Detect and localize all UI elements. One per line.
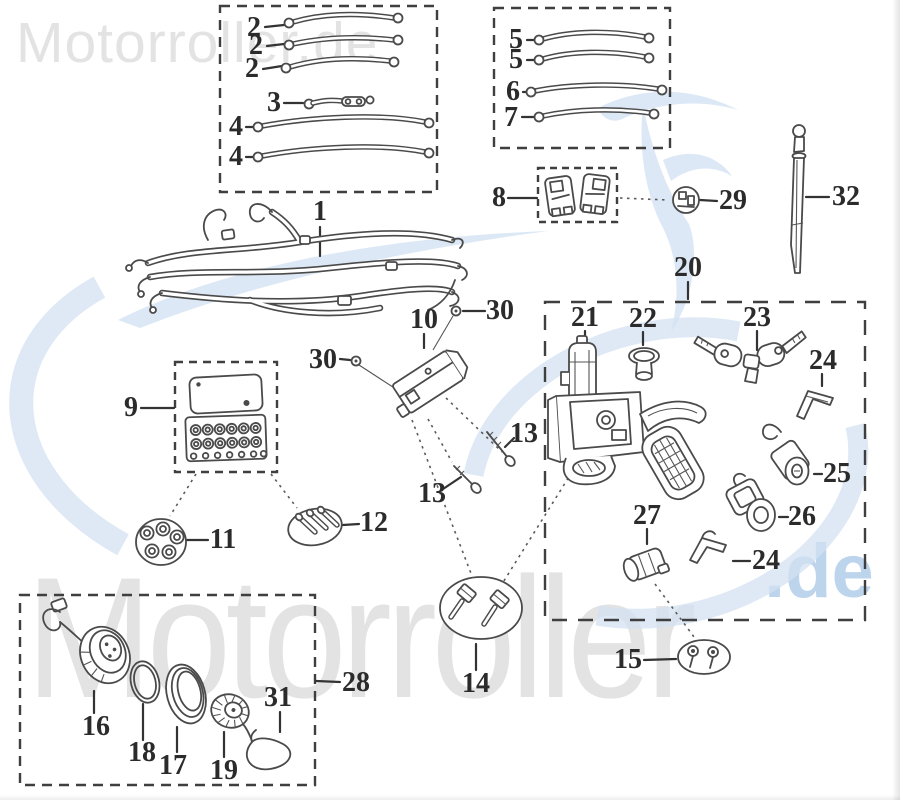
part-30-screw-right: [450, 305, 462, 317]
watermark-bottom: Motorroller: [26, 552, 697, 724]
part-10-relay-bracket: [392, 349, 469, 418]
part-15-screw-pair: [677, 639, 731, 675]
part-1-wiring-harness: [125, 203, 468, 317]
group-box-part-9: [173, 360, 279, 474]
group-box-part-8: [536, 166, 619, 224]
cable-group-2-3-4: [252, 11, 435, 163]
group-box-cables-5-6-7: [492, 6, 672, 150]
cable-group-5-6-7: [525, 29, 668, 123]
right-edge-shade: [892, 0, 900, 800]
part-23-key-set: [693, 330, 807, 384]
part-27-switch-piece: [622, 547, 670, 582]
group-box-cables-2-3-4: [218, 4, 439, 194]
part-21-ignition-lock: [547, 335, 707, 501]
bottom-edge-shade: [0, 795, 900, 800]
part-26-lock-bracket: [725, 472, 776, 532]
group-box-20: [543, 300, 867, 622]
part-16-connector-plug: [42, 597, 131, 685]
swoosh-wing-small: [663, 153, 732, 181]
part-29-connector: [672, 186, 700, 214]
swoosh-band-harness: [118, 231, 548, 328]
part-14-bolt-set: [439, 576, 523, 640]
part-22-cap-lock: [628, 347, 660, 381]
group-box-28: [18, 593, 317, 787]
part-24-bracket-top: [796, 390, 834, 420]
part-13-bolts: [453, 431, 516, 494]
swoosh-wing: [598, 91, 738, 121]
watermark-bottom-text: Motorroller: [26, 542, 697, 734]
part-8-switch-pair: [544, 173, 611, 218]
swoosh-sail: [641, 106, 695, 332]
part-11-nut-set: [135, 518, 187, 566]
swoosh-ring-large: [461, 317, 869, 629]
part-18-o-ring: [129, 660, 161, 704]
logo-swoosh-group: [9, 91, 869, 629]
part-19-ribbed-cap: [210, 693, 253, 742]
dotted-links: [169, 197, 698, 642]
part-30-screw-left: [350, 355, 362, 367]
part-9-fuse-block: [184, 373, 268, 463]
part-32-rod: [790, 124, 807, 274]
part-12-screw-set: [287, 505, 343, 547]
watermark-top: Motorroller.de: [16, 11, 379, 75]
part-24-bracket-bottom: [689, 530, 727, 564]
swoosh-ring-lower-left: [9, 244, 501, 596]
part-25-lock-cylinder: [762, 423, 810, 486]
part-17-grommet: [165, 663, 207, 725]
part-31-tether-loop: [246, 729, 292, 771]
